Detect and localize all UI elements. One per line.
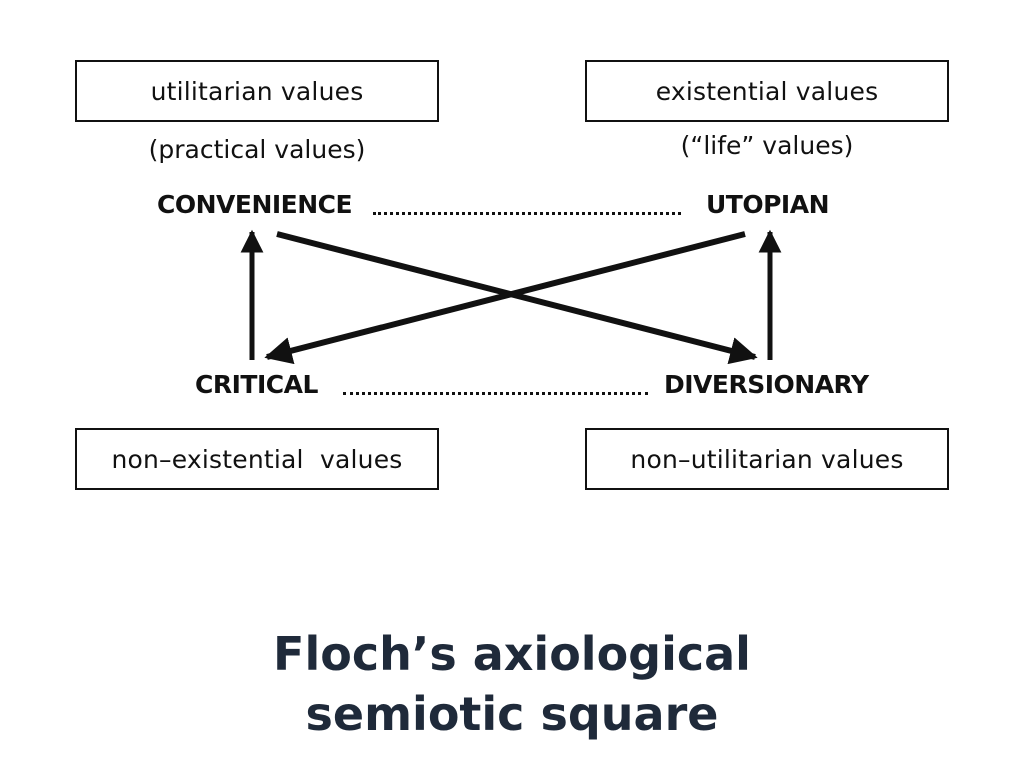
node-convenience: CONVENIENCE [157,190,353,219]
node-diversionary: DIVERSIONARY [664,370,869,399]
box-non-existential-label: non–existential values [111,444,403,474]
box-non-utilitarian-label: non–utilitarian values [630,444,904,474]
box-non-utilitarian-values: non–utilitarian values [585,428,949,490]
subtitle-life-values: (“life” values) [680,131,854,160]
box-non-existential-values: non–existential values [75,428,439,490]
node-utopian: UTOPIAN [706,190,830,219]
title-line-1: Floch’s axiological [273,627,751,681]
dotted-line-top [373,212,681,215]
arrow-utopian-to-critical [264,231,746,365]
box-utilitarian-values: utilitarian values [75,60,439,122]
dotted-line-bottom [343,392,648,395]
subtitle-practical-values: (practical values) [148,135,366,164]
node-critical: CRITICAL [195,370,318,399]
box-existential-label: existential values [655,76,879,106]
box-existential-values: existential values [585,60,949,122]
box-utilitarian-label: utilitarian values [150,76,364,106]
diagram-title: Floch’s axiological semiotic square [0,624,1024,744]
title-line-2: semiotic square [305,687,719,741]
